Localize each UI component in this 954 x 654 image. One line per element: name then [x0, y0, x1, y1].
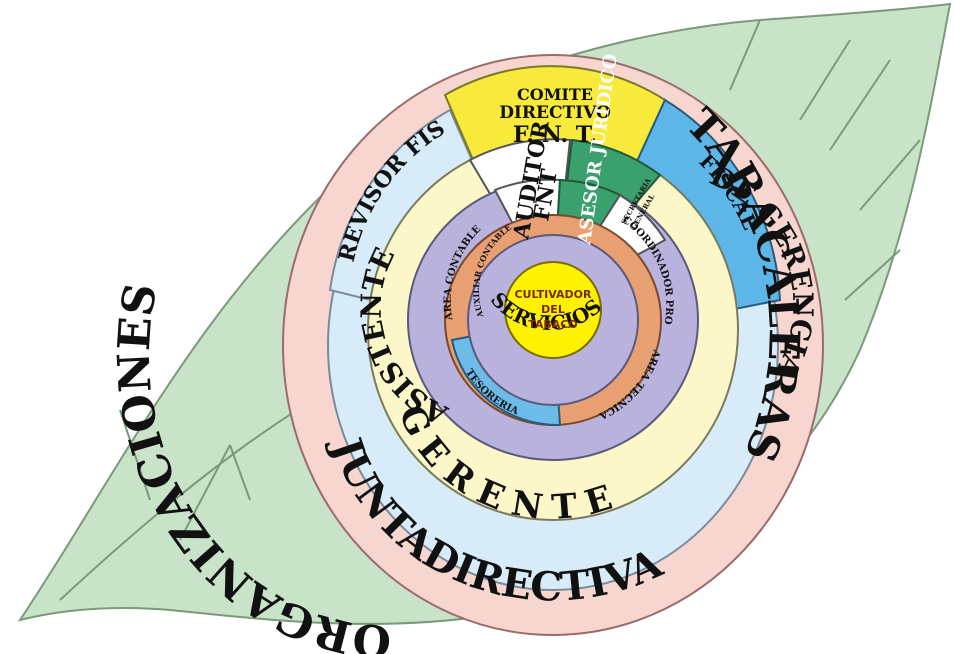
svg-text:DEL: DEL	[541, 303, 565, 316]
svg-text:CULTIVADOR: CULTIVADOR	[514, 288, 592, 301]
svg-text:TABACO: TABACO	[528, 318, 577, 331]
svg-text:COMITE: COMITE	[517, 85, 593, 104]
